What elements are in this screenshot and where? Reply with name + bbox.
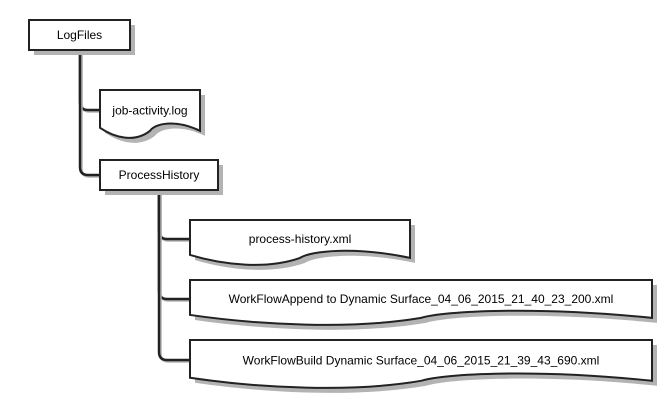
edge-processhistory-to-workflow-append: [157, 190, 190, 301]
node-label: process-history.xml: [249, 232, 351, 246]
document-shape: [189, 279, 653, 326]
edge-processhistory-to-workflow-build: [157, 190, 190, 362]
document-node-workflow-append[interactable]: WorkFlowAppend to Dynamic Surface_04_06_…: [189, 279, 657, 330]
folder-box: [99, 159, 219, 191]
node-label: job-activity.log: [111, 103, 187, 117]
edge-shadow: [80, 51, 102, 113]
document-node-workflow-build[interactable]: WorkFlowBuild Dynamic Surface_04_06_2015…: [189, 339, 657, 393]
edge-shadow: [80, 51, 102, 178]
document-shape: [189, 339, 653, 389]
folder-node-processhistory[interactable]: ProcessHistory: [99, 159, 223, 195]
edge-shadow: [159, 191, 192, 363]
node-label: WorkFlowBuild Dynamic Surface_04_06_2015…: [243, 353, 600, 367]
document-shape: [99, 89, 201, 139]
node-label: ProcessHistory: [119, 168, 200, 182]
document-shape: [189, 219, 411, 266]
folder-box: [28, 19, 131, 51]
node-label: LogFiles: [57, 28, 102, 42]
document-node-job-activity[interactable]: job-activity.log: [99, 89, 205, 143]
edges: [78, 50, 192, 363]
edge-logfiles-to-processhistory: [78, 50, 100, 177]
edge-processhistory-to-process-history-xml: [157, 190, 190, 241]
edge-shadow: [159, 191, 192, 302]
edge-shadow: [159, 191, 192, 242]
document-node-process-history-xml[interactable]: process-history.xml: [189, 219, 415, 270]
edge-logfiles-to-job-activity: [78, 50, 100, 112]
folder-node-logfiles[interactable]: LogFiles: [28, 19, 135, 55]
node-label: WorkFlowAppend to Dynamic Surface_04_06_…: [229, 292, 614, 306]
